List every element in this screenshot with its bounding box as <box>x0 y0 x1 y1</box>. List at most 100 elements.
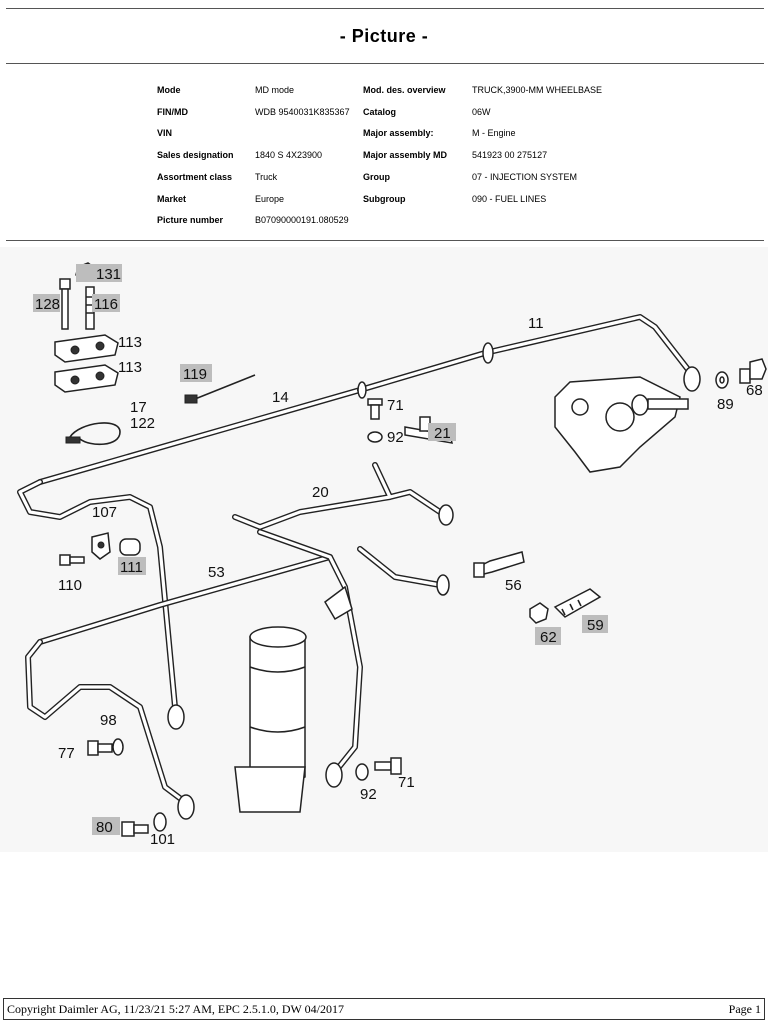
bush-111 <box>119 538 141 556</box>
fuel-line-20 <box>232 462 454 788</box>
banjo-bolt-71 <box>367 398 383 443</box>
cable-tie-119 <box>184 374 256 404</box>
label-major: Major assembly: <box>363 128 434 139</box>
nut-62 <box>529 602 549 624</box>
fuel-line-loop <box>17 479 185 730</box>
info-fin: FIN/MD <box>157 102 188 124</box>
title-divider <box>6 63 764 64</box>
fitting-56 <box>473 551 525 578</box>
footer: Copyright Daimler AG, 11/23/21 5:27 AM, … <box>3 998 765 1020</box>
callout-59: 59 <box>587 617 604 634</box>
info-group: Group <box>363 167 390 189</box>
callout-68: 68 <box>746 382 763 399</box>
callout-98: 98 <box>100 712 117 729</box>
callout-131: 131 <box>96 266 121 283</box>
callout-80-bg <box>92 817 120 835</box>
info-mode: Mode <box>157 80 181 102</box>
callout-111-bg <box>118 557 146 575</box>
callout-128: 128 <box>35 296 60 313</box>
callout-92b: 92 <box>360 786 377 803</box>
info-market: Market <box>157 189 186 211</box>
value-picture: B07090000191.080529 <box>255 215 349 226</box>
info-major-md: Major assembly MD <box>363 145 447 167</box>
label-market: Market <box>157 193 187 204</box>
value-fin: WDB 9540031K835367 <box>255 106 350 117</box>
bracket-107 <box>91 532 111 560</box>
bolt-71-lower <box>355 757 402 781</box>
callout-71b: 71 <box>398 774 415 791</box>
value-subgroup: 090 - FUEL LINES <box>472 193 547 204</box>
parts-drawing: 131 128 116 113 113 119 17 122 14 11 71 … <box>0 247 768 852</box>
copyright-text: Copyright Daimler AG, 11/23/21 5:27 AM, … <box>7 1002 345 1016</box>
label-fin: FIN/MD <box>157 106 188 117</box>
label-sales: Sales designation <box>157 150 234 161</box>
fitting-59 <box>553 588 602 618</box>
label-catalog: Catalog <box>363 106 397 117</box>
info-sales: Sales designation <box>157 145 234 167</box>
callout-122: 122 <box>130 415 155 432</box>
info-major: Major assembly: <box>363 123 434 145</box>
value-major-md: 541923 00 275127 <box>472 150 548 161</box>
label-mode: Mode <box>157 85 181 95</box>
value-catalog: 06W <box>472 106 491 117</box>
label-group: Group <box>363 171 390 182</box>
value-mode: MD mode <box>255 85 295 95</box>
label-subgroup: Subgroup <box>363 193 406 204</box>
callout-119: 119 <box>183 366 207 383</box>
bolt-128 <box>59 278 71 330</box>
callout-62: 62 <box>540 629 557 646</box>
washer-89 <box>715 371 729 389</box>
info-vin: VIN <box>157 123 172 145</box>
fuel-filter <box>234 585 353 813</box>
callout-11: 11 <box>528 315 544 332</box>
callout-92a: 92 <box>387 429 404 446</box>
info-mod-des: Mod. des. overview <box>363 80 446 102</box>
clip-17 <box>65 422 121 446</box>
info-subgroup: Subgroup <box>363 189 406 211</box>
callout-131-bg <box>76 264 122 282</box>
callout-71a: 71 <box>387 397 404 414</box>
label-mod-des: Mod. des. overview <box>363 85 446 95</box>
value-major: M - Engine <box>472 128 516 139</box>
page-number: Page 1 <box>728 1002 761 1016</box>
callout-17: 17 <box>130 399 147 416</box>
callout-21: 21 <box>434 425 451 442</box>
callout-20: 20 <box>312 484 329 501</box>
callout-101: 101 <box>150 831 175 848</box>
callout-128-bg <box>33 294 60 312</box>
callout-110: 110 <box>58 577 82 594</box>
callout-59-bg <box>582 615 608 633</box>
label-picture: Picture number <box>157 215 224 226</box>
callout-53: 53 <box>208 564 225 581</box>
callout-56: 56 <box>505 577 522 594</box>
callout-116: 116 <box>94 296 118 313</box>
page-title: - Picture - <box>339 26 429 46</box>
info-catalog: Catalog <box>363 102 396 124</box>
callout-21-bg <box>428 423 456 441</box>
callout-119-bg <box>180 364 212 382</box>
injection-pump <box>554 376 689 473</box>
value-sales: 1840 S 4X23900 <box>255 150 323 161</box>
callout-80: 80 <box>96 819 113 836</box>
callout-111: 111 <box>120 559 143 576</box>
callout-116-bg <box>92 294 120 312</box>
label-major-md: Major assembly MD <box>363 150 448 161</box>
fuel-line-53 <box>25 546 450 820</box>
info-assortment: Assortment class <box>157 167 232 189</box>
value-assortment: Truck <box>255 171 278 182</box>
clamp-113 <box>54 334 119 393</box>
callout-113b: 113 <box>118 359 142 376</box>
bolt-80 <box>121 812 167 837</box>
info-divider <box>6 240 764 241</box>
callout-113a: 113 <box>118 334 142 351</box>
label-vin: VIN <box>157 128 173 139</box>
callout-14: 14 <box>272 389 289 406</box>
value-market: Europe <box>255 193 285 204</box>
label-assortment: Assortment class <box>157 171 233 182</box>
info-picture: Picture number <box>157 210 223 232</box>
bolt-110 <box>59 554 85 566</box>
value-mod-des: TRUCK,3900-MM WHEELBASE <box>472 85 603 95</box>
callout-107: 107 <box>92 504 117 521</box>
top-divider <box>6 8 764 9</box>
bolt-68 <box>739 358 767 384</box>
